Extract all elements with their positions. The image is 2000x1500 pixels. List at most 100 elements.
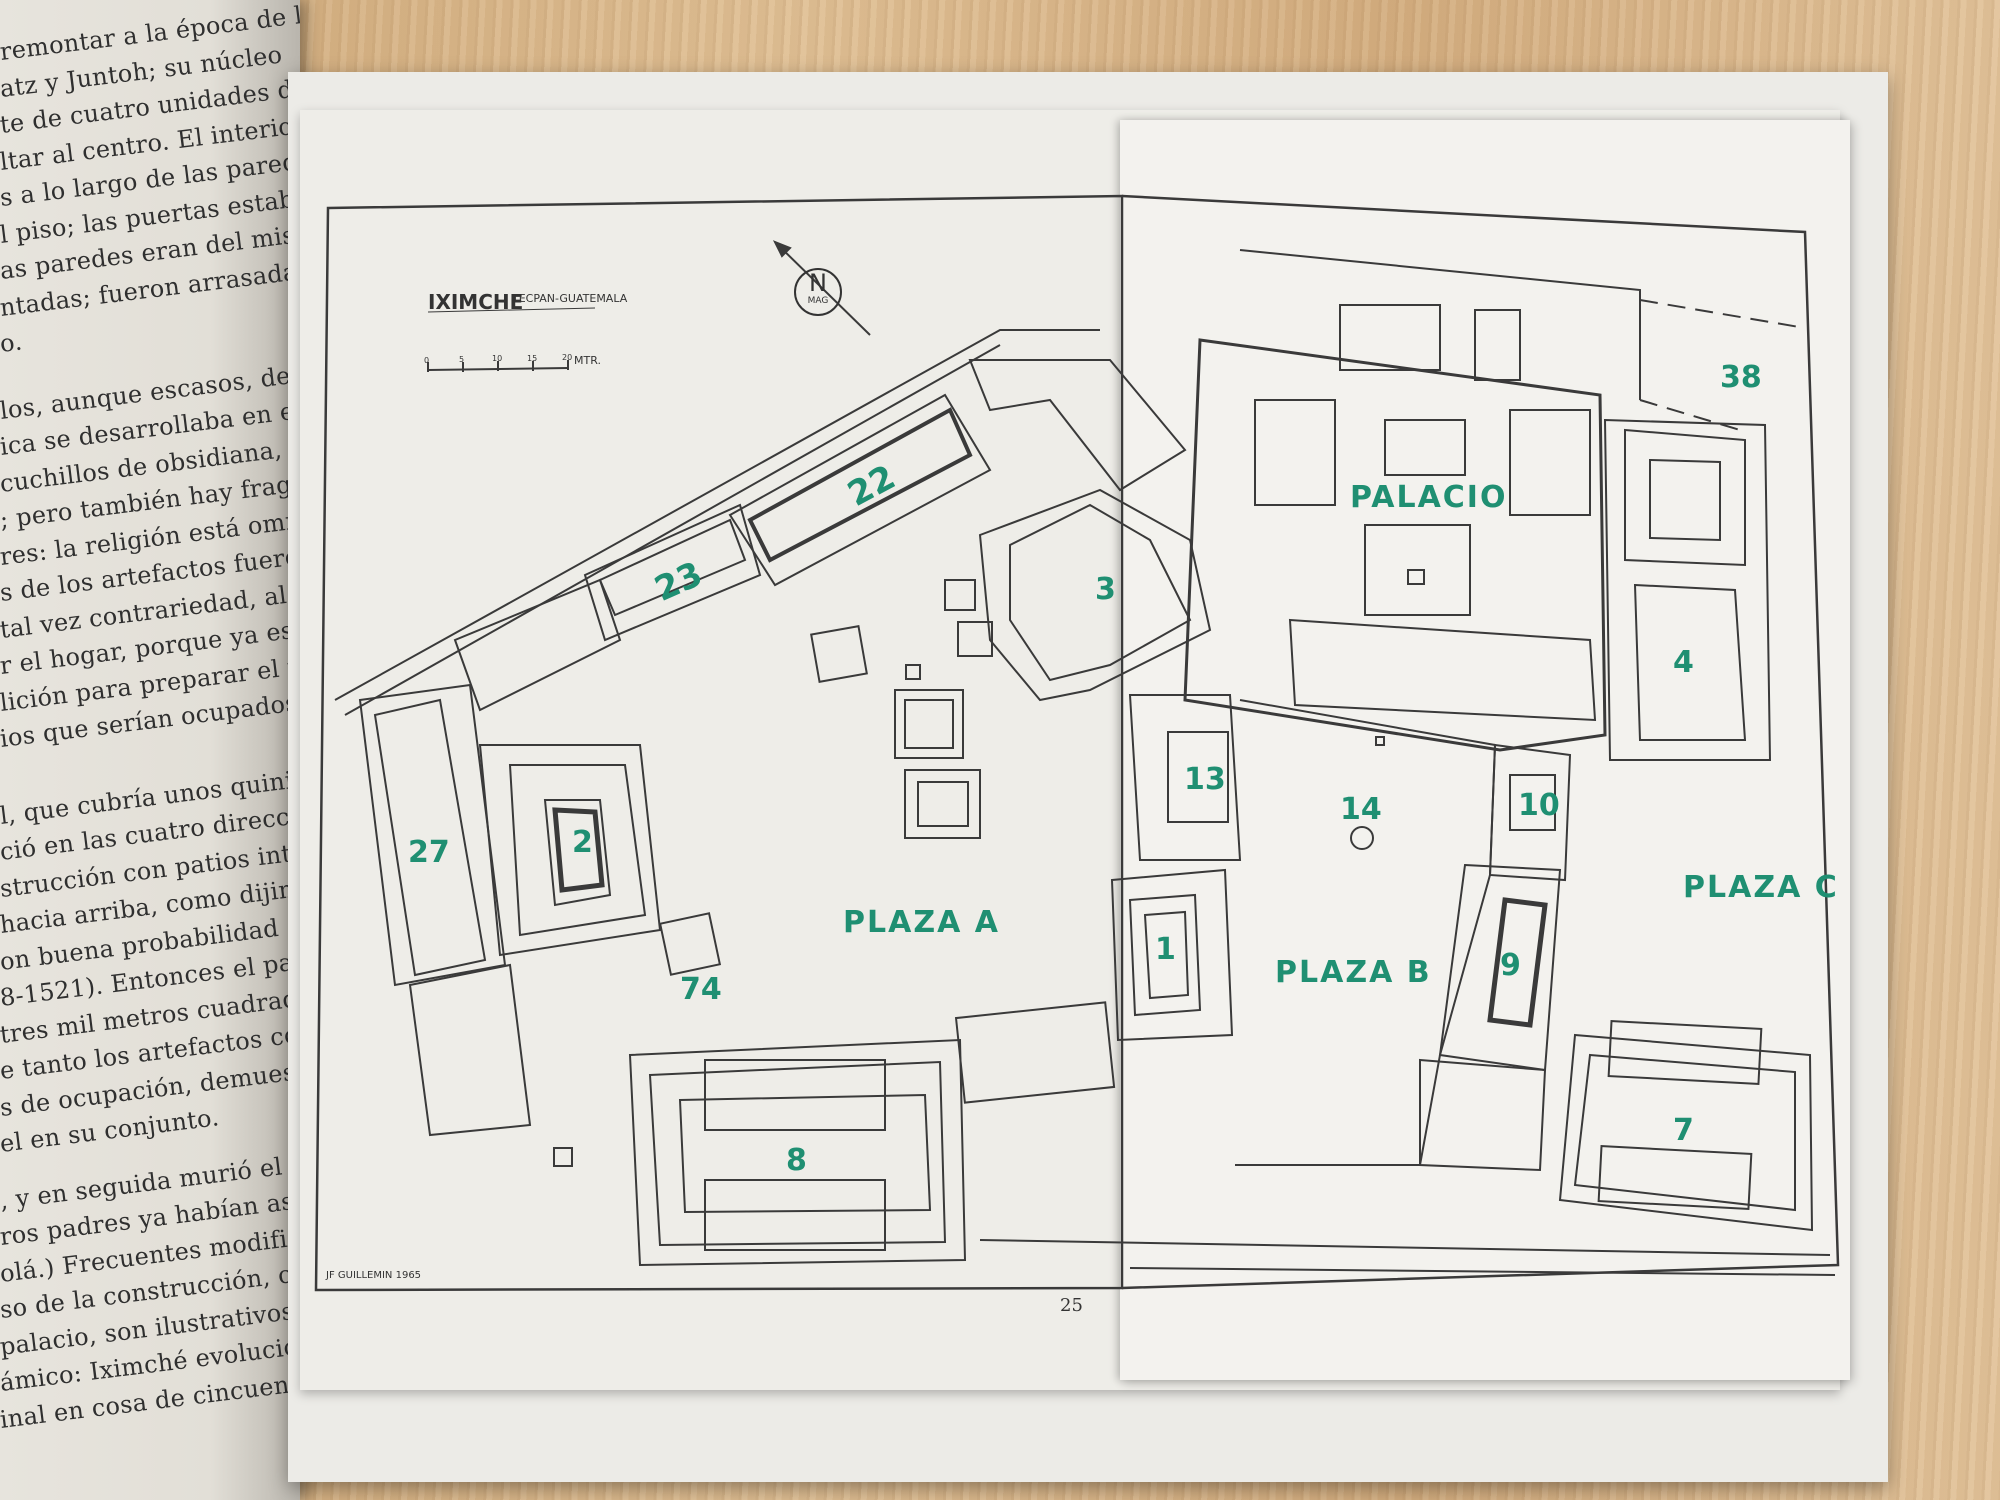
structure-2-inner	[543, 799, 612, 907]
map-author: JF GUILLEMIN 1965	[326, 1270, 422, 1281]
structure-22-outer	[728, 393, 992, 587]
palacio-courtyard	[1364, 524, 1471, 616]
scale-tick-15: 15	[527, 354, 538, 363]
scale-tick-10: 10	[492, 354, 503, 363]
structure-22	[747, 407, 973, 563]
label-27: 27	[408, 835, 450, 870]
block-a3	[957, 621, 993, 657]
wall-strip	[453, 578, 622, 712]
label-4: 4	[1673, 645, 1694, 680]
label-10: 10	[1518, 788, 1560, 823]
marker-14	[1375, 736, 1385, 746]
map-title: IXIMCHE	[428, 290, 524, 314]
map-frame-right	[1121, 194, 1840, 1290]
label-38: 38	[1720, 360, 1762, 395]
north-wall	[334, 329, 1100, 701]
label-7: 7	[1673, 1113, 1694, 1148]
foldout-sheet	[1120, 120, 1850, 1380]
label-74: 74	[680, 972, 722, 1007]
structure-23	[598, 518, 747, 617]
label-plaza-a: PLAZA A	[843, 905, 1000, 940]
palacio-outer	[1183, 338, 1607, 752]
structure-9	[1487, 897, 1548, 1028]
scale-bar-ticks	[427, 360, 569, 372]
north-letter: N	[809, 269, 827, 297]
palacio-room-1	[1254, 399, 1336, 506]
structure-74	[658, 912, 722, 976]
wall-ne-block	[968, 359, 1187, 492]
structure-27	[373, 698, 487, 977]
scale-tick-20: 20	[562, 353, 573, 362]
palacio-north-annex	[1339, 304, 1441, 371]
label-14: 14	[1340, 792, 1382, 827]
structure-7-mid	[1573, 1053, 1796, 1212]
structure-8-mid	[648, 1060, 947, 1247]
block-a7	[904, 769, 981, 839]
area-38-dash-2	[1639, 399, 1741, 431]
structure-7-outer	[1558, 1033, 1814, 1232]
label-2: 2	[572, 825, 593, 860]
label-9: 9	[1500, 948, 1521, 983]
label-plaza-b: PLAZA B	[1275, 955, 1432, 990]
block-a5	[894, 689, 964, 759]
structure-1-outer	[1110, 868, 1234, 1042]
area-38-dash-1	[1639, 299, 1806, 329]
north-symbol: N MAG	[794, 268, 842, 316]
label-palacio: PALACIO	[1350, 480, 1508, 515]
north-mag-label: MAG	[807, 296, 829, 306]
scale-unit: MTR.	[574, 354, 601, 367]
wall-west-lower	[408, 963, 532, 1137]
structure-4-outer	[1603, 418, 1772, 761]
south-boundary	[979, 1239, 1831, 1256]
block-a4	[905, 664, 921, 680]
block-east-8	[954, 1001, 1116, 1104]
north-arrow-head	[772, 240, 792, 258]
palacio-altar	[1407, 569, 1425, 585]
palacio-south-rooms	[1288, 618, 1597, 722]
structure-23-outer	[583, 503, 762, 642]
structure-3	[1009, 503, 1192, 682]
page-number: 25	[1060, 1295, 1083, 1316]
label-1: 1	[1155, 932, 1176, 967]
structure-8-outer	[628, 1038, 967, 1267]
structure-7-bottom	[1597, 1145, 1753, 1210]
structure-13-outer	[1128, 694, 1242, 861]
palacio-room-2	[1384, 419, 1466, 476]
structure-4	[1633, 583, 1747, 741]
structure-8-inner	[678, 1093, 932, 1214]
plaza-b-boundary	[1235, 699, 1497, 1166]
scale-tick-5: 5	[459, 355, 465, 364]
south-boundary-2	[1129, 1267, 1836, 1276]
label-8: 8	[786, 1143, 807, 1178]
structure-8-bottom	[704, 1179, 886, 1251]
block-a1	[810, 625, 868, 683]
structure-2-outer	[478, 744, 662, 957]
structure-2-core	[552, 807, 605, 893]
structure-2-mid	[508, 764, 647, 937]
north-wall-inner	[344, 344, 1001, 716]
structure-1-inner	[1128, 893, 1202, 1017]
structure-7-top	[1607, 1020, 1763, 1085]
structure-4-top	[1624, 428, 1746, 567]
structure-1-core	[1143, 910, 1190, 1000]
structure-3-outer	[978, 488, 1212, 702]
palacio-north-annex-2	[1474, 309, 1521, 381]
plaza-b-east-wall	[1419, 1058, 1547, 1172]
block-a2	[944, 579, 976, 611]
label-3: 3	[1095, 572, 1116, 607]
block-a6	[904, 699, 954, 749]
palacio-room-3	[1509, 409, 1591, 516]
title-underline	[427, 307, 596, 313]
block-small	[553, 1147, 573, 1167]
map-subtitle: TECPAN-GUATEMALA	[512, 292, 628, 305]
structure-14	[1350, 826, 1374, 850]
structure-4-top-inner	[1649, 458, 1721, 542]
label-13: 13	[1184, 762, 1226, 797]
structure-13	[1167, 731, 1229, 823]
scale-tick-0: 0	[424, 356, 430, 365]
block-a8	[917, 781, 969, 827]
site-north-boundary	[1239, 249, 1641, 400]
